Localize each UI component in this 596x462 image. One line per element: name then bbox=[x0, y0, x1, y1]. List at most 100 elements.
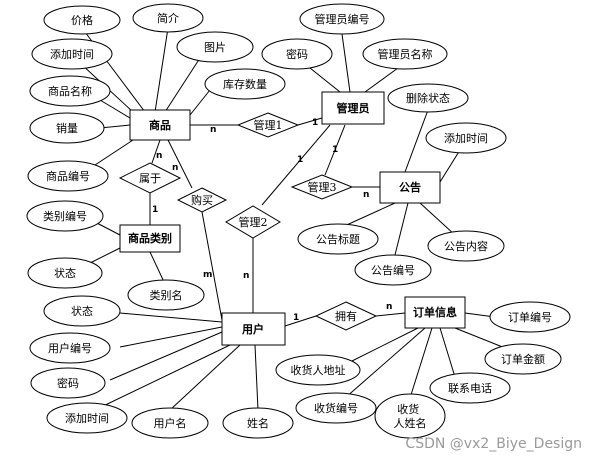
relationship-admin2: 管理2 bbox=[225, 205, 281, 239]
attr-notice-addtime: 添加时间 bbox=[425, 122, 507, 154]
attr-order-no: 订单编号 bbox=[489, 301, 571, 333]
edge-notice-addtime bbox=[439, 149, 461, 183]
attr-category-name: 类别名 bbox=[127, 279, 205, 311]
relationship-belongs-label: 属于 bbox=[139, 172, 161, 185]
card-user-buy: m bbox=[203, 270, 212, 280]
svg-text:订单金额: 订单金额 bbox=[501, 352, 545, 366]
edge-product-buy bbox=[167, 139, 193, 189]
svg-text:联系电话: 联系电话 bbox=[448, 382, 492, 395]
svg-text:销量: 销量 bbox=[56, 121, 78, 135]
svg-text:添加时间: 添加时间 bbox=[65, 411, 109, 425]
svg-text:用户名: 用户名 bbox=[154, 416, 187, 430]
svg-text:用户编号: 用户编号 bbox=[48, 341, 92, 355]
svg-text:订单编号: 订单编号 bbox=[508, 310, 552, 324]
edge-user-password bbox=[109, 331, 223, 381]
relationship-owns: 拥有 bbox=[314, 301, 378, 331]
edge-user-owns bbox=[284, 315, 317, 327]
entity-user-label: 用户 bbox=[242, 322, 264, 336]
svg-text:类别编号: 类别编号 bbox=[43, 209, 87, 223]
entity-notice: 公告 bbox=[379, 171, 441, 204]
attr-realname: 姓名 bbox=[222, 407, 294, 439]
edge-user-status bbox=[119, 312, 223, 323]
attr-notice-no: 公告编号 bbox=[354, 254, 432, 286]
card-admin-admin1: 1 bbox=[312, 118, 318, 128]
svg-text:类别名: 类别名 bbox=[150, 288, 183, 302]
attr-stock: 库存数量 bbox=[204, 68, 286, 100]
edge-product-no bbox=[94, 139, 134, 166]
edge-notice-title bbox=[339, 202, 396, 229]
relationship-owns-label: 拥有 bbox=[335, 309, 357, 323]
entity-category: 商品类别 bbox=[119, 224, 181, 253]
entity-notice-label: 公告 bbox=[399, 180, 421, 194]
svg-text:收货编号: 收货编号 bbox=[314, 401, 358, 415]
attr-product-name: 商品名称 bbox=[29, 75, 111, 107]
edge-user-no bbox=[119, 326, 223, 348]
edge-notice-no bbox=[394, 202, 409, 256]
attr-receiver-name: 收货 人姓名 bbox=[374, 393, 446, 439]
edge-buy-user bbox=[201, 211, 223, 321]
edge-user-addtime bbox=[94, 344, 231, 411]
svg-text:状态: 状态 bbox=[54, 266, 76, 280]
attr-user-addtime: 添加时间 bbox=[46, 402, 128, 434]
card-admin-admin2: 1 bbox=[297, 155, 303, 165]
edge-admin-no bbox=[341, 33, 351, 93]
entity-admin-label: 管理员 bbox=[337, 101, 370, 115]
svg-text:密码: 密码 bbox=[57, 376, 79, 390]
attr-admin-password: 密码 bbox=[261, 38, 333, 70]
edge-admin1-admin bbox=[297, 117, 323, 126]
edge-admin-admin2 bbox=[261, 124, 331, 206]
relationship-admin3-label: 管理3 bbox=[308, 180, 337, 194]
svg-text:删除状态: 删除状态 bbox=[406, 91, 450, 105]
attr-order-amount: 订单金额 bbox=[484, 343, 562, 375]
edge-admin-password bbox=[309, 67, 341, 93]
card-admin-admin3: 1 bbox=[332, 145, 338, 155]
svg-text:价格: 价格 bbox=[71, 13, 93, 27]
svg-text:公告标题: 公告标题 bbox=[316, 232, 360, 246]
svg-text:收货人地址: 收货人地址 bbox=[291, 363, 346, 377]
attr-delete-status: 删除状态 bbox=[387, 83, 469, 113]
attr-username: 用户名 bbox=[131, 407, 209, 439]
attr-contact-phone: 联系电话 bbox=[429, 372, 511, 404]
card-product-belongs: n bbox=[156, 151, 162, 161]
relationship-buy-label: 购买 bbox=[191, 193, 213, 207]
attr-category-no: 类别编号 bbox=[26, 200, 104, 232]
relationship-admin3: 管理3 bbox=[290, 174, 354, 200]
edge-product-sales bbox=[99, 124, 131, 129]
card-order-owns: n bbox=[386, 302, 392, 312]
edge-product-belongs bbox=[151, 139, 161, 164]
entity-admin: 管理员 bbox=[321, 91, 385, 125]
edge-admin-admin3 bbox=[324, 124, 346, 176]
edge-order-address bbox=[349, 327, 419, 363]
edge-owns-order bbox=[375, 312, 406, 317]
edge-notice-delete bbox=[404, 109, 429, 173]
entity-product: 商品 bbox=[129, 109, 191, 141]
attr-user-password: 密码 bbox=[30, 367, 106, 399]
svg-text:管理员名称: 管理员名称 bbox=[378, 47, 433, 61]
svg-text:商品名称: 商品名称 bbox=[48, 84, 92, 98]
attr-admin-name: 管理员名称 bbox=[362, 38, 448, 70]
relationship-admin1: 管理1 bbox=[236, 112, 300, 138]
svg-text:密码: 密码 bbox=[286, 47, 308, 61]
edge-product-name bbox=[99, 99, 131, 119]
attr-product-no: 商品编号 bbox=[27, 160, 109, 192]
svg-text:简介: 简介 bbox=[157, 11, 179, 25]
relationship-buy: 购买 bbox=[176, 187, 228, 213]
svg-text:管理员编号: 管理员编号 bbox=[315, 12, 370, 26]
attr-image: 图片 bbox=[176, 31, 254, 63]
attr-user-no: 用户编号 bbox=[29, 332, 111, 364]
edge-admin-name bbox=[364, 67, 399, 93]
edge-category-no bbox=[94, 221, 121, 236]
entity-order-label: 订单信息 bbox=[413, 305, 457, 319]
svg-text:添加时间: 添加时间 bbox=[50, 47, 94, 61]
relationship-admin2-label: 管理2 bbox=[239, 215, 268, 229]
attr-sales: 销量 bbox=[29, 112, 105, 144]
attr-admin-no: 管理员编号 bbox=[299, 3, 385, 35]
attr-notice-content: 公告内容 bbox=[427, 230, 505, 262]
attr-receiver-address: 收货人地址 bbox=[275, 354, 361, 386]
entity-product-label: 商品 bbox=[149, 118, 171, 132]
relationship-admin1-label: 管理1 bbox=[254, 118, 283, 132]
attr-user-status: 状态 bbox=[43, 295, 121, 327]
attr-notice-title: 公告标题 bbox=[297, 223, 379, 255]
card-product-admin1: n bbox=[210, 125, 216, 135]
